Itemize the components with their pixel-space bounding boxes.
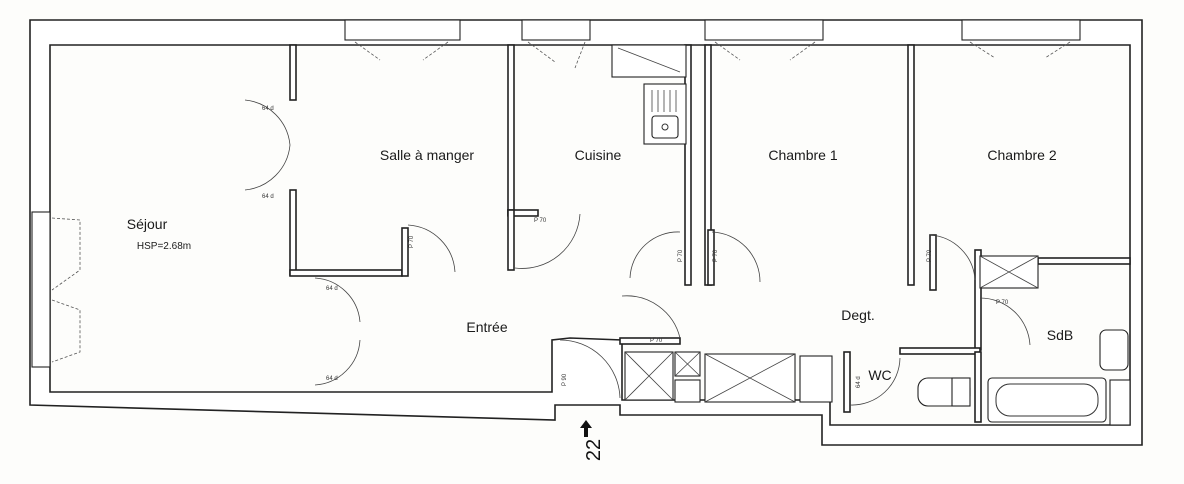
windows bbox=[31, 19, 1081, 368]
door-tag: P 70 bbox=[713, 249, 719, 262]
room-label-wc: WC bbox=[868, 367, 891, 383]
room-label-chambre-2: Chambre 2 bbox=[987, 147, 1056, 163]
closets bbox=[624, 255, 1039, 403]
bathroom-fixtures bbox=[917, 329, 1131, 426]
door-tag: 64 d bbox=[326, 376, 338, 382]
outer-wall bbox=[29, 19, 1143, 446]
room-label-degt: Degt. bbox=[841, 307, 874, 323]
ceiling-height-label: HSP=2.68m bbox=[137, 241, 191, 252]
room-label-salle-a-manger: Salle à manger bbox=[380, 147, 475, 163]
door-swings bbox=[244, 99, 1031, 406]
door-tag: P 70 bbox=[996, 300, 1009, 306]
room-label-chambre-1: Chambre 1 bbox=[768, 147, 837, 163]
door-tag: 64 d bbox=[326, 286, 338, 292]
door-tag: P 90 bbox=[562, 373, 568, 386]
entrance-marker: 22 bbox=[580, 420, 605, 461]
door-tag: P 70 bbox=[927, 249, 933, 262]
kitchen-fixtures bbox=[611, 44, 687, 145]
room-label-sejour: Séjour bbox=[127, 216, 168, 232]
door-tag: P 70 bbox=[650, 338, 663, 344]
door-tag: 64 d bbox=[262, 194, 274, 200]
door-tag: P 70 bbox=[409, 235, 415, 248]
door-tag: 64 d bbox=[856, 376, 862, 388]
arrow-up-icon bbox=[580, 420, 592, 437]
room-label-sdb: SdB bbox=[1047, 327, 1073, 343]
room-label-entree: Entrée bbox=[466, 319, 507, 335]
door-tag: 64 d bbox=[262, 106, 274, 112]
room-label-cuisine: Cuisine bbox=[575, 147, 622, 163]
door-tags: 64 d 64 d 64 d 64 d P 70 P 70 P 70 P 70 … bbox=[262, 106, 1009, 388]
interior-walls bbox=[289, 44, 1131, 423]
door-tag: P 70 bbox=[678, 249, 684, 262]
entrance-number: 22 bbox=[583, 439, 605, 461]
door-tag: P 70 bbox=[534, 218, 547, 224]
